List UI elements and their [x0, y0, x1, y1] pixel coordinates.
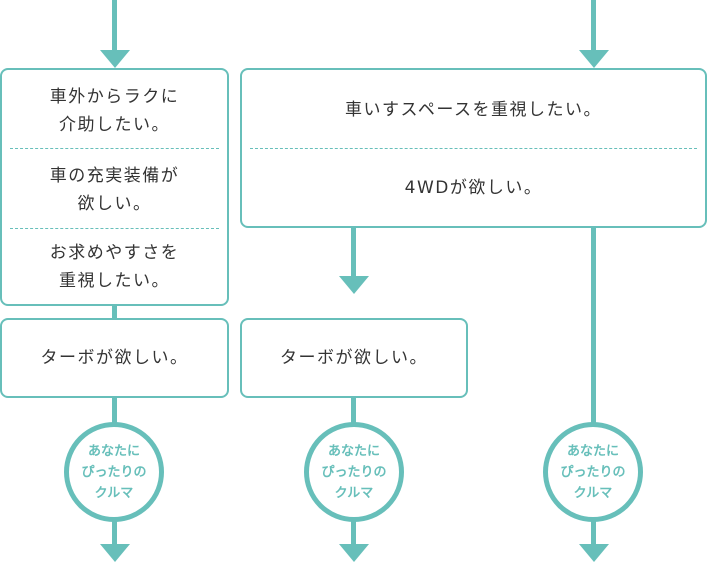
divider [250, 148, 697, 149]
divider [10, 228, 219, 229]
connector-middle-top [351, 226, 356, 278]
connector-right-top [591, 0, 596, 52]
connector-right-long [591, 226, 596, 424]
connector-left-mid [112, 304, 117, 320]
arrow-right-bottom [579, 544, 609, 562]
arrow-right-top [579, 50, 609, 68]
connector-left-bottom [112, 520, 117, 546]
condition-left-1: 車外からラクに 介助したい。 [49, 87, 180, 135]
divider [10, 148, 219, 149]
connector-middle-bottom [351, 520, 356, 546]
arrow-left-top [100, 50, 130, 68]
connector-left-lower [112, 396, 117, 424]
arrow-middle-top [339, 276, 369, 294]
condition-box-left: 車外からラクに 介助したい。 車の充実装備が 欲しい。 お求めやすさを 重視した… [0, 68, 229, 306]
arrow-left-bottom [100, 544, 130, 562]
condition-box-right: 車いすスペースを重視したい。 4WDが欲しい。 [240, 68, 707, 228]
condition-right-2: 4WDが欲しい。 [404, 178, 543, 198]
result-circle-right: あなたに ぴったりの クルマ [543, 422, 643, 522]
connector-right-bottom [591, 520, 596, 546]
condition-right-1: 車いすスペースを重視したい。 [345, 100, 602, 120]
condition-left-3: お求めやすさを 重視したい。 [49, 243, 180, 291]
condition-left-2: 車の充実装備が 欲しい。 [49, 166, 180, 214]
connector-middle-lower [351, 396, 356, 424]
arrow-middle-bottom [339, 544, 369, 562]
turbo-box-middle: ターボが欲しい。 [240, 318, 468, 398]
turbo-label-left: ターボが欲しい。 [40, 348, 189, 368]
result-circle-middle: あなたに ぴったりの クルマ [304, 422, 404, 522]
turbo-box-left: ターボが欲しい。 [0, 318, 229, 398]
turbo-label-middle: ターボが欲しい。 [280, 348, 428, 368]
result-circle-left: あなたに ぴったりの クルマ [64, 422, 164, 522]
connector-left-top [112, 0, 117, 52]
